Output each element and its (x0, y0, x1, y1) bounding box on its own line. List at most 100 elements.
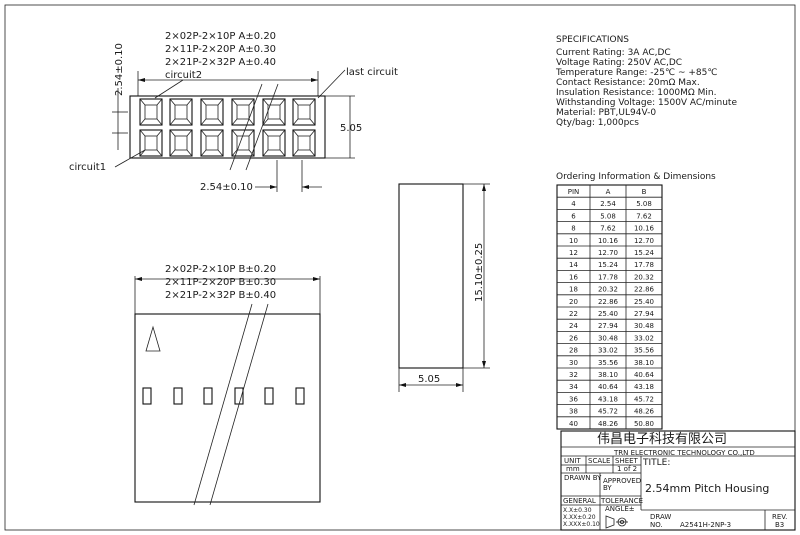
contact-window (142, 387, 152, 405)
rev-label: REV. (772, 513, 787, 521)
circuit2-label: circuit2 (165, 70, 202, 81)
table-cell: 36 (569, 395, 578, 403)
side-height-dim: 15.10±0.25 (474, 243, 485, 302)
pin-cavity (262, 98, 286, 126)
pin-cavity (169, 98, 193, 126)
table-cell: 28 (569, 347, 578, 355)
pin-cavity (231, 98, 255, 126)
last-circuit-label: last circuit (346, 67, 398, 78)
table-cell: 14 (569, 261, 578, 269)
table-cell: 38.10 (598, 371, 618, 379)
angle-label: ANGLE± (605, 505, 635, 513)
spec-title: SPECIFICATIONS (556, 35, 629, 45)
drawing-border (4, 4, 796, 531)
top-dim-line-3: 2×21P-2×32P A±0.40 (165, 57, 276, 68)
contact-window (295, 387, 305, 405)
title-label: TITLE: (642, 458, 670, 468)
table-row: 10 10.16 12.70 (569, 237, 654, 245)
pin-cavity (139, 98, 163, 126)
table-cell: 27.94 (634, 310, 655, 318)
table-cell: 40 (569, 420, 578, 428)
table-cell: 50.80 (634, 420, 654, 428)
table-header-cell: B (642, 188, 647, 196)
table-cell: 25.40 (634, 298, 654, 306)
table-cell: 5.08 (600, 212, 616, 220)
general-label: GENERAL (563, 497, 596, 505)
table-cell: 30.48 (598, 334, 618, 342)
tolerance-line: X.XXX±0.10 (563, 521, 600, 528)
table-cell: 22.86 (598, 298, 619, 306)
table-cell: 10 (569, 237, 578, 245)
top-height-dim: 5.05 (340, 123, 362, 134)
ordering-title: Ordering Information & Dimensions (556, 172, 716, 182)
company-name-en: TRN ELECTRONIC TECHNOLOGY CO.,LTD (613, 449, 755, 457)
top-housing-outline (129, 95, 326, 159)
front-housing-outline (134, 313, 321, 503)
tolerance-label: TOLERANCE (600, 497, 643, 505)
top-pitch-horizontal: 2.54±0.10 (200, 182, 253, 193)
table-cell: 20.32 (634, 273, 654, 281)
table-cell: 43.18 (598, 395, 618, 403)
front-view: 2×02P-2×10P B±0.20 2×11P-2×20P B±0.30 2×… (134, 264, 321, 506)
unit-value: mm (566, 465, 580, 473)
draw-no-label: DRAW (650, 513, 671, 521)
sheet-label: SHEET (615, 457, 639, 465)
table-cell: 33.02 (598, 347, 618, 355)
table-cell: 40.64 (634, 371, 655, 379)
table-cell: 24 (569, 322, 578, 330)
tolerance-line: X.X±0.30 (563, 507, 592, 514)
company-name-cn: 伟昌电子科技有限公司 (597, 432, 727, 447)
table-cell: 26 (569, 334, 578, 342)
table-cell: 17.78 (598, 273, 618, 281)
table-cell: 12.70 (598, 249, 618, 257)
table-cell: 17.78 (634, 261, 654, 269)
rev-value: B3 (775, 521, 784, 529)
table-cell: 22.86 (634, 286, 655, 294)
table-cell: 6 (571, 212, 576, 220)
side-view: 15.10±0.25 5.05 (398, 183, 490, 392)
spec-line: Contact Resistance: 20mΩ Max. (556, 78, 700, 88)
spec-line: Qty/bag: 1,000pcs (556, 118, 639, 128)
title-block: 伟昌电子科技有限公司 TRN ELECTRONIC TECHNOLOGY CO.… (560, 430, 796, 531)
circuit1-label: circuit1 (69, 162, 106, 173)
table-cell: 18 (569, 286, 578, 294)
drawn-by-label: DRAWN BY (564, 474, 602, 482)
tolerance-line: X.XX±0.20 (563, 514, 596, 521)
pin-cavity (139, 129, 163, 157)
spec-line: Withstanding Voltage: 1500V AC/minute (556, 98, 737, 108)
side-housing-outline (398, 183, 464, 369)
table-cell: 43.18 (634, 383, 654, 391)
table-cell: 20.32 (598, 286, 618, 294)
pin-cavities (139, 98, 316, 157)
contact-window (264, 387, 274, 405)
table-cell: 30.48 (634, 322, 654, 330)
table-header-cell: PIN (568, 188, 580, 196)
contact-window (203, 387, 213, 405)
table-cell: 10.16 (634, 225, 655, 233)
table-cell: 48.26 (598, 420, 619, 428)
front-dim-line-2: 2×11P-2×20P B±0.30 (165, 277, 276, 288)
table-cell: 48.26 (634, 408, 655, 416)
table-cell: 40.64 (598, 383, 619, 391)
specifications: SPECIFICATIONS Current Rating: 3A AC,DC … (555, 35, 737, 128)
table-cell: 30 (569, 359, 578, 367)
table-cell: 10.16 (598, 237, 619, 245)
approved-by-label: APPROVED (603, 477, 641, 485)
pin-cavity (169, 129, 193, 157)
top-view: 2×02P-2×10P A±0.20 2×11P-2×20P A±0.30 2×… (69, 31, 398, 193)
drawing-title: 2.54mm Pitch Housing (645, 482, 769, 495)
table-cell: 5.08 (636, 200, 652, 208)
table-cell: 12.70 (634, 237, 654, 245)
spec-line: Material: PBT,UL94V-0 (556, 108, 656, 118)
table-row: 40 48.26 50.80 (569, 420, 654, 428)
